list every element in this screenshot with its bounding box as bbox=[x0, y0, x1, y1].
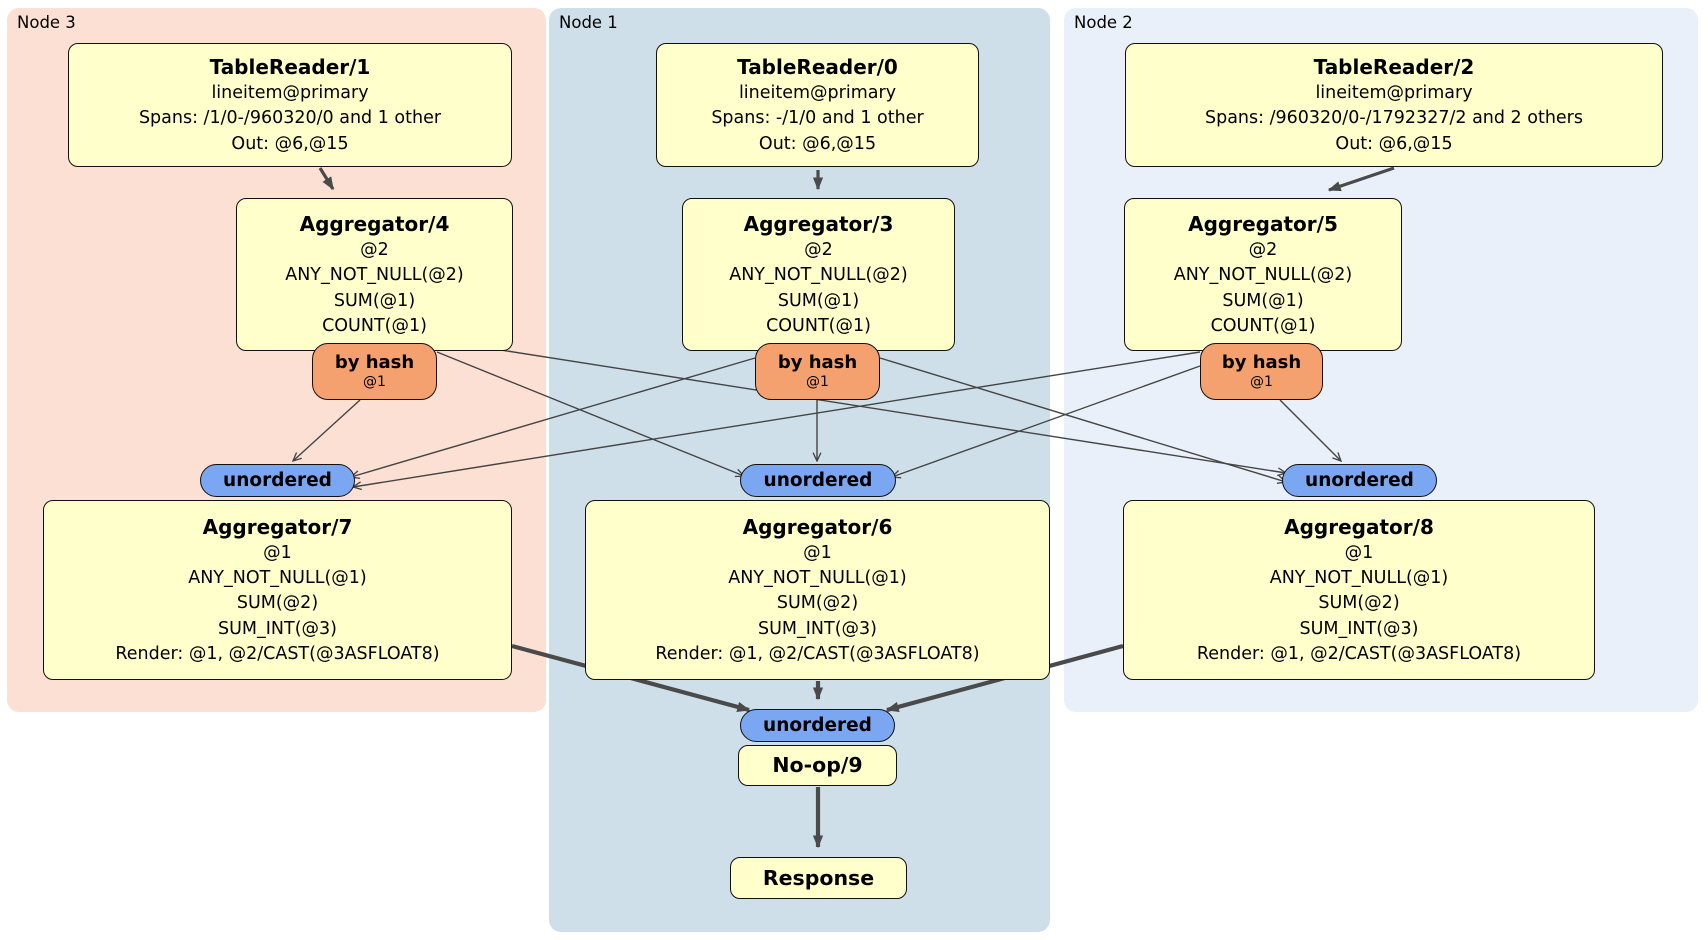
processor-line: Render: @1, @2/CAST(@3ASFLOAT8) bbox=[115, 644, 440, 665]
unordered-sync-node2: unordered bbox=[1282, 464, 1437, 497]
edge-r1-s2 bbox=[879, 357, 1286, 482]
processor-line: COUNT(@1) bbox=[1210, 315, 1316, 336]
processor-line: COUNT(@1) bbox=[322, 315, 427, 336]
processor-line: @2 bbox=[1248, 239, 1278, 260]
processor-line: Spans: -/1/0 and 1 other bbox=[711, 108, 924, 129]
processor-title: Aggregator/6 bbox=[742, 514, 893, 539]
processor-line: @2 bbox=[804, 239, 833, 260]
edge-r3-s3 bbox=[293, 399, 361, 461]
processor-line: SUM(@1) bbox=[1222, 290, 1304, 311]
processor-line: @1 bbox=[1344, 542, 1374, 563]
tablereader-to-aggregator-arrows bbox=[318, 166, 1395, 192]
processor-title: Response bbox=[762, 865, 875, 890]
processor-line: ANY_NOT_NULL(@1) bbox=[1269, 567, 1449, 588]
node-2-label: Node 2 bbox=[1074, 13, 1133, 32]
processor-line: Render: @1, @2/CAST(@3ASFLOAT8) bbox=[1196, 644, 1522, 665]
processor-noop-9: No-op/9 bbox=[738, 745, 897, 786]
processor-line: SUM_INT(@3) bbox=[758, 618, 877, 639]
unordered-sync-label: unordered bbox=[763, 470, 873, 491]
processor-line: ANY_NOT_NULL(@1) bbox=[728, 567, 907, 588]
processor-line: ANY_NOT_NULL(@2) bbox=[1173, 265, 1353, 286]
processor-line: ANY_NOT_NULL(@2) bbox=[285, 265, 464, 286]
hash-router-label: by hash bbox=[777, 352, 858, 374]
hash-router-node1: by hash @1 bbox=[755, 343, 880, 400]
processor-aggregator-8: Aggregator/8 @1 ANY_NOT_NULL(@1) SUM(@2)… bbox=[1123, 500, 1595, 680]
processor-line: Out: @6,@15 bbox=[231, 133, 349, 154]
unordered-sync-label: unordered bbox=[223, 470, 332, 491]
hash-router-detail: @1 bbox=[1250, 373, 1273, 390]
hash-router-node3: by hash @1 bbox=[312, 343, 437, 400]
hash-router-detail: @1 bbox=[806, 373, 829, 390]
node-3-label: Node 3 bbox=[17, 13, 76, 32]
processor-tablereader-0: TableReader/0 lineitem@primary Spans: -/… bbox=[656, 43, 979, 167]
processor-tablereader-1: TableReader/1 lineitem@primary Spans: /1… bbox=[68, 43, 512, 167]
processor-line: Spans: /960320/0-/1792327/2 and 2 others bbox=[1204, 108, 1583, 129]
processor-line: SUM(@2) bbox=[1318, 593, 1400, 614]
processor-line: lineitem@primary bbox=[211, 82, 369, 103]
node-1-label: Node 1 bbox=[559, 13, 618, 32]
edge-r2-s2 bbox=[1279, 399, 1341, 461]
processor-aggregator-4: Aggregator/4 @2 ANY_NOT_NULL(@2) SUM(@1)… bbox=[236, 198, 513, 351]
processor-line: SUM(@1) bbox=[777, 290, 860, 311]
processor-aggregator-7: Aggregator/7 @1 ANY_NOT_NULL(@1) SUM(@2)… bbox=[43, 500, 512, 680]
processor-line: Out: @6,@15 bbox=[1335, 133, 1453, 154]
processor-line: Render: @1, @2/CAST(@3ASFLOAT8) bbox=[655, 644, 980, 665]
processor-line: Out: @6,@15 bbox=[758, 133, 877, 154]
processor-aggregator-5: Aggregator/5 @2 ANY_NOT_NULL(@2) SUM(@1)… bbox=[1124, 198, 1402, 351]
processor-line: Spans: /1/0-/960320/0 and 1 other bbox=[138, 108, 442, 129]
processor-title: TableReader/0 bbox=[737, 54, 898, 79]
hash-router-detail: @1 bbox=[363, 373, 386, 390]
processor-line: ANY_NOT_NULL(@1) bbox=[188, 567, 367, 588]
hash-router-label: by hash bbox=[334, 352, 415, 374]
unordered-sync-final: unordered bbox=[740, 709, 895, 742]
processor-title: Aggregator/3 bbox=[743, 211, 894, 236]
processor-title: Aggregator/4 bbox=[299, 211, 450, 236]
processor-title: TableReader/2 bbox=[1313, 54, 1475, 79]
processor-aggregator-6: Aggregator/6 @1 ANY_NOT_NULL(@1) SUM(@2)… bbox=[585, 500, 1050, 680]
processor-line: @2 bbox=[360, 239, 389, 260]
unordered-sync-node1: unordered bbox=[740, 464, 896, 497]
unordered-sync-node3: unordered bbox=[200, 464, 355, 497]
hash-router-label: by hash bbox=[1221, 352, 1302, 374]
processor-tablereader-2: TableReader/2 lineitem@primary Spans: /9… bbox=[1125, 43, 1663, 167]
edge-r3-s1 bbox=[436, 351, 744, 476]
hash-router-node2: by hash @1 bbox=[1200, 343, 1323, 400]
processor-line: COUNT(@1) bbox=[766, 315, 871, 336]
processor-line: @1 bbox=[803, 542, 832, 563]
unordered-sync-label: unordered bbox=[763, 715, 872, 736]
processor-line: lineitem@primary bbox=[738, 82, 897, 103]
processor-aggregator-3: Aggregator/3 @2 ANY_NOT_NULL(@2) SUM(@1)… bbox=[682, 198, 955, 351]
response-node: Response bbox=[730, 857, 907, 899]
hash-router-mesh-arrows bbox=[293, 339, 1341, 487]
edge-tr1-agg4 bbox=[318, 167, 335, 191]
processor-line: lineitem@primary bbox=[1315, 82, 1473, 103]
processor-line: SUM_INT(@3) bbox=[218, 618, 337, 639]
processor-line: SUM(@1) bbox=[333, 290, 416, 311]
edge-r2-s3 bbox=[353, 351, 1201, 487]
processor-title: Aggregator/5 bbox=[1188, 211, 1338, 236]
processor-line: SUM(@2) bbox=[236, 593, 319, 614]
processor-line: SUM_INT(@3) bbox=[1299, 618, 1419, 639]
processor-line: SUM(@2) bbox=[776, 593, 859, 614]
unordered-sync-label: unordered bbox=[1305, 470, 1414, 491]
processor-title: TableReader/1 bbox=[209, 54, 371, 79]
processor-title: No-op/9 bbox=[772, 753, 863, 778]
processor-line: ANY_NOT_NULL(@2) bbox=[729, 265, 908, 286]
edge-tr2-agg5 bbox=[1327, 166, 1395, 192]
processor-line: @1 bbox=[263, 542, 292, 563]
processor-title: Aggregator/7 bbox=[202, 514, 353, 539]
edge-r2-s1 bbox=[892, 365, 1201, 477]
processor-title: Aggregator/8 bbox=[1284, 514, 1434, 539]
edge-r1-s3 bbox=[351, 357, 756, 477]
